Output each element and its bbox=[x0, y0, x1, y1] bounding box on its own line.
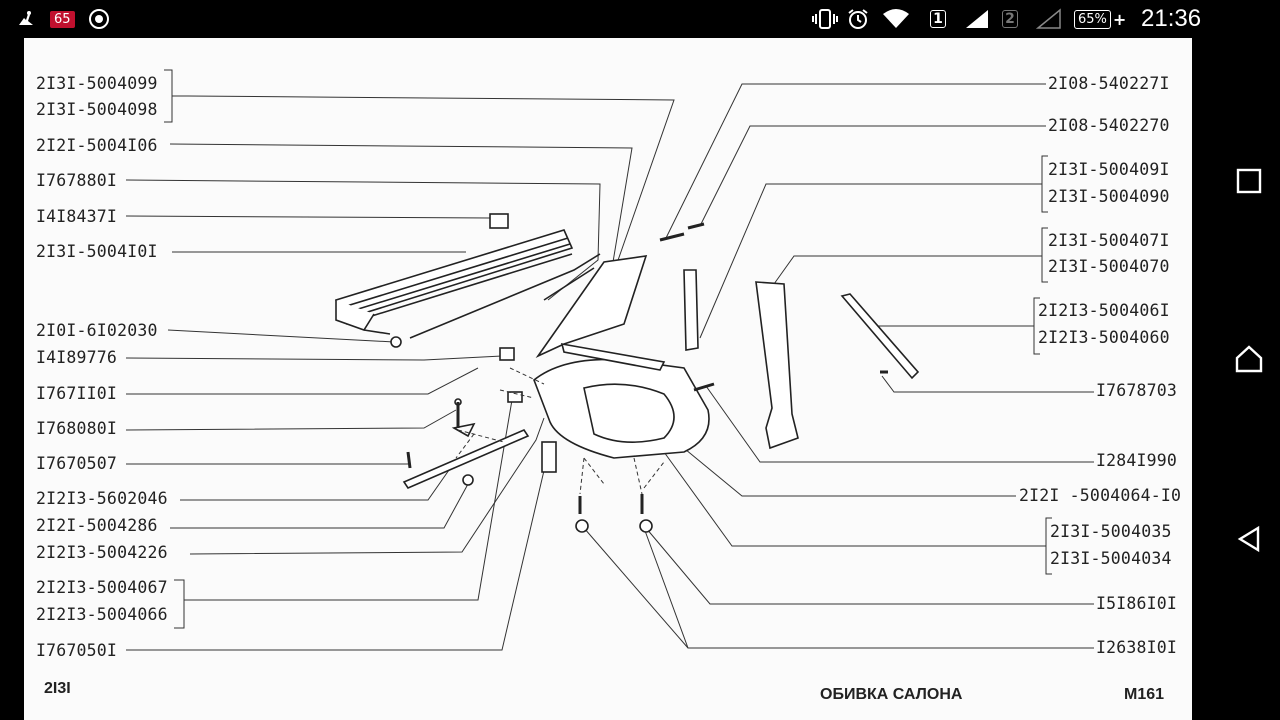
part-number-label: 2I2I3-500406I bbox=[1038, 301, 1170, 320]
part-number-label: 2I2I-5004I06 bbox=[36, 136, 158, 155]
part-number-label: 2I3I-5004090 bbox=[1048, 187, 1170, 206]
part-number-label: 2I0I-6I02030 bbox=[36, 321, 158, 340]
battery-icon: 65% + bbox=[1074, 0, 1126, 38]
part-number-label: I5I86I0I bbox=[1096, 594, 1178, 613]
part-number-label: 2I3I-500407I bbox=[1048, 231, 1170, 250]
exploded-parts-diagram bbox=[125, 69, 1094, 651]
signal-empty-icon bbox=[1036, 0, 1062, 38]
part-number-label: I7670507 bbox=[36, 454, 118, 473]
home-icon[interactable] bbox=[1234, 344, 1264, 374]
clock: 21:36 bbox=[1141, 0, 1201, 38]
part-number-label: 2I3I-5004034 bbox=[1050, 549, 1172, 568]
part-number-label: 2I3I-5004035 bbox=[1050, 522, 1172, 541]
sim1-label: 1 bbox=[930, 10, 946, 28]
part-number-label: 2I3I-5004098 bbox=[36, 100, 158, 119]
part-number-label: 2I2I-5004286 bbox=[36, 516, 158, 535]
back-triangle-icon[interactable] bbox=[1234, 524, 1264, 554]
part-number-label: 2I2I3-5004067 bbox=[36, 578, 168, 597]
notification-badge: 65 bbox=[50, 10, 75, 28]
part-number-label: I767050I bbox=[36, 641, 118, 660]
lion-app-icon bbox=[88, 0, 110, 38]
part-number-label: I4I8437I bbox=[36, 207, 118, 226]
part-number-label: 2I3I-5004070 bbox=[1048, 257, 1170, 276]
clock-time: 21:36 bbox=[1141, 5, 1202, 32]
part-number-label: 2I3I-500409I bbox=[1048, 160, 1170, 179]
model-number: 2I3I bbox=[44, 680, 71, 697]
part-number-label: 2I3I-5004099 bbox=[36, 74, 158, 93]
part-number-label: 2I2I3-5004066 bbox=[36, 605, 168, 624]
part-number-label: 2I2I3-5602046 bbox=[36, 489, 168, 508]
page-code: M161 bbox=[1124, 686, 1165, 703]
recents-square-icon[interactable] bbox=[1234, 166, 1264, 196]
wifi-icon bbox=[882, 0, 910, 38]
navigation-bar bbox=[1218, 38, 1280, 720]
sim1-indicator: 1 bbox=[930, 0, 946, 38]
part-number-label: 2I2I3-5004226 bbox=[36, 543, 168, 562]
rowing-notification-icon bbox=[16, 0, 36, 38]
part-number-label: I2638I0I bbox=[1096, 638, 1178, 657]
part-number-label: I284I990 bbox=[1096, 451, 1178, 470]
part-number-label: I767II0I bbox=[36, 384, 118, 403]
part-number-label: I767880I bbox=[36, 171, 118, 190]
page-title: ОБИВКА САЛОНА bbox=[820, 686, 963, 703]
part-number-label: I4I89776 bbox=[36, 348, 118, 367]
news-badge-icon: 65 bbox=[50, 0, 75, 38]
alarm-icon bbox=[846, 0, 870, 38]
part-number-label: I768080I bbox=[36, 419, 118, 438]
status-bar: 65 1 2 65% + 21:36 bbox=[0, 0, 1280, 38]
part-number-label: I7678703 bbox=[1096, 381, 1178, 400]
signal-strength-icon bbox=[964, 0, 990, 38]
sim2-indicator: 2 bbox=[1002, 0, 1018, 38]
battery-level: 65% bbox=[1074, 9, 1111, 29]
part-number-label: 2I2I3-5004060 bbox=[1038, 328, 1170, 347]
vibrate-icon bbox=[812, 0, 838, 38]
sim2-label: 2 bbox=[1002, 10, 1018, 28]
parts-catalog-page: 2I3I-5004099 2I3I-5004098 2I2I-5004I06 I… bbox=[24, 38, 1192, 720]
part-number-label: 2I3I-5004I0I bbox=[36, 242, 158, 261]
part-number-label: 2I08-5402270 bbox=[1048, 116, 1170, 135]
part-number-label: 2I08-540227I bbox=[1048, 74, 1170, 93]
part-number-label: 2I2I -5004064-I0 bbox=[1019, 486, 1182, 505]
